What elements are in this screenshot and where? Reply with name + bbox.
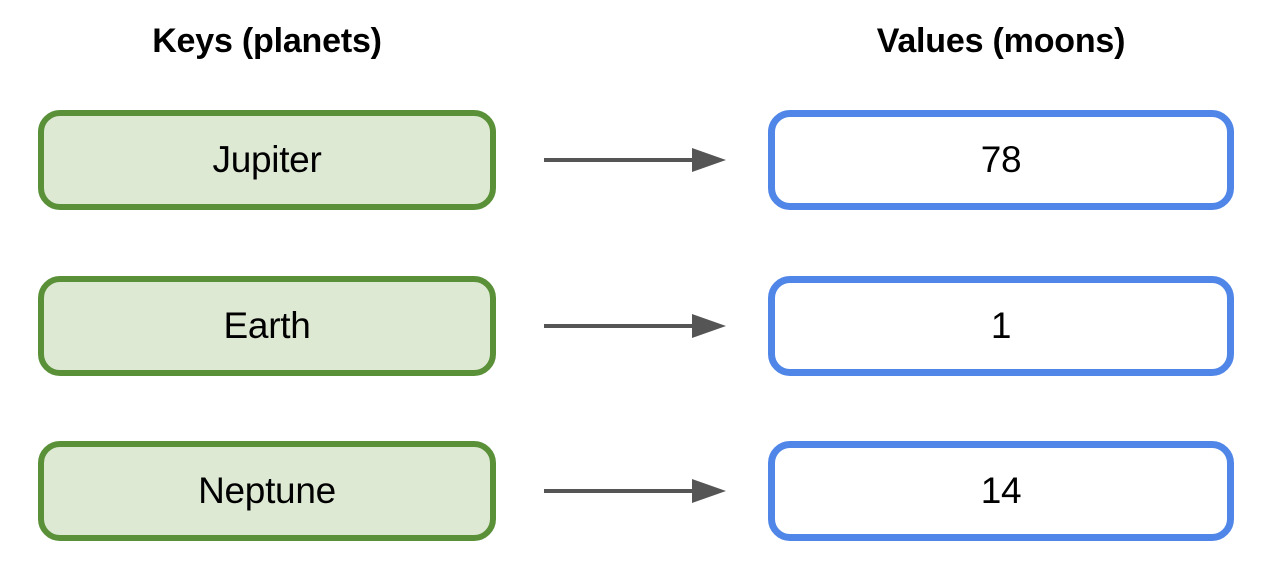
arrow-right-icon xyxy=(540,477,730,505)
value-label: 1 xyxy=(990,305,1012,346)
key-label: Jupiter xyxy=(212,139,322,180)
key-box: Neptune xyxy=(38,441,496,541)
column-headers: Keys (planets) Values (moons) xyxy=(0,18,1288,64)
key-value-pair-row: Earth 1 xyxy=(0,276,1288,376)
keys-column-header: Keys (planets) xyxy=(152,22,382,60)
key-value-pair-row: Jupiter 78 xyxy=(0,110,1288,210)
value-label: 78 xyxy=(980,139,1022,180)
key-box: Jupiter xyxy=(38,110,496,210)
values-column-header: Values (moons) xyxy=(876,22,1126,60)
value-box: 14 xyxy=(768,441,1234,541)
value-label: 14 xyxy=(980,470,1022,511)
value-box: 1 xyxy=(768,276,1234,376)
key-label: Earth xyxy=(223,305,311,346)
value-box: 78 xyxy=(768,110,1234,210)
key-value-pair-row: Neptune 14 xyxy=(0,441,1288,541)
key-label: Neptune xyxy=(198,470,336,511)
arrow-right-icon xyxy=(540,146,730,174)
arrow-right-icon xyxy=(540,312,730,340)
key-box: Earth xyxy=(38,276,496,376)
